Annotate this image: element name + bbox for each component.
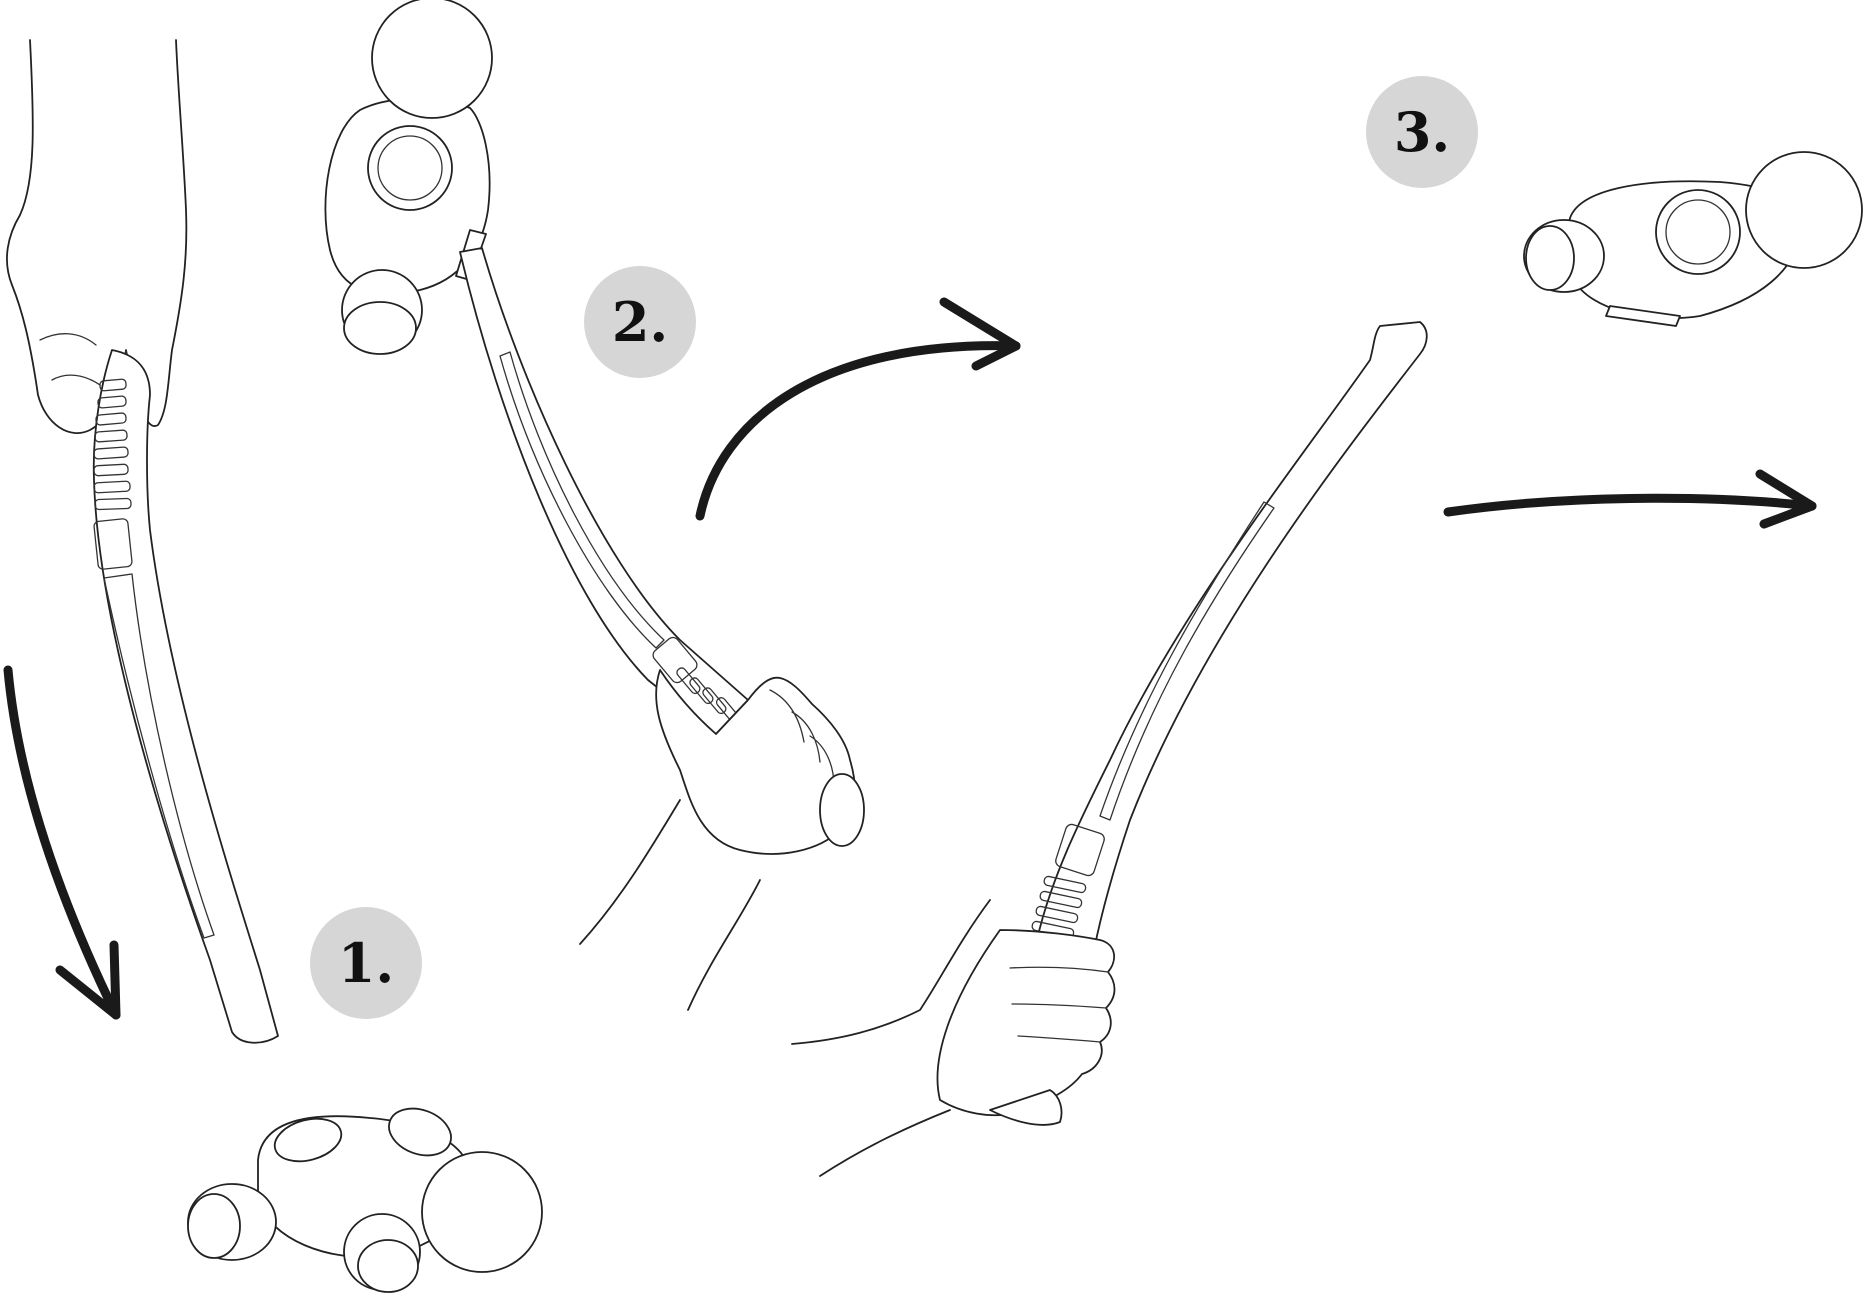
step-2-head-ring-inner <box>377 135 443 201</box>
step-1-figure <box>6 39 279 1044</box>
step-3-figure <box>791 321 1428 1177</box>
step-2-hand <box>655 669 856 855</box>
step-2-figure <box>324 0 865 1011</box>
step-3-label: 3. <box>1394 100 1450 164</box>
step-2-head-ring-outer <box>367 125 453 211</box>
step-2-label: 2. <box>612 290 668 354</box>
step-2-arrow <box>695 297 1021 521</box>
step-1-arrow <box>3 665 121 1020</box>
step-3-badge: 3. <box>1366 76 1478 188</box>
step-1-badge: 1. <box>310 907 422 1019</box>
step-2-head-nub-end <box>343 301 417 355</box>
step-1-handle <box>92 349 279 1044</box>
step-2-shaft-slot <box>499 351 665 649</box>
step-1-grip-window <box>93 518 133 570</box>
step-1-grip-ribs <box>93 378 132 511</box>
step-2-badge: 2. <box>584 266 696 378</box>
step-3-arrow <box>1443 469 1817 529</box>
step-3-grip-window <box>1055 823 1105 877</box>
step-1-shaft-slot <box>103 573 215 939</box>
step-1-label: 1. <box>338 931 394 995</box>
step-2-head-ball <box>371 0 493 119</box>
step-3-handle <box>1035 321 1428 951</box>
step-2-grip-window <box>652 636 698 684</box>
step-3-shaft-slot <box>1099 501 1275 821</box>
step-1-massage-head <box>187 1107 543 1293</box>
step-3-massage-head <box>1523 151 1863 327</box>
step-3-hand <box>936 929 1116 1117</box>
step-1-arm <box>6 39 188 434</box>
